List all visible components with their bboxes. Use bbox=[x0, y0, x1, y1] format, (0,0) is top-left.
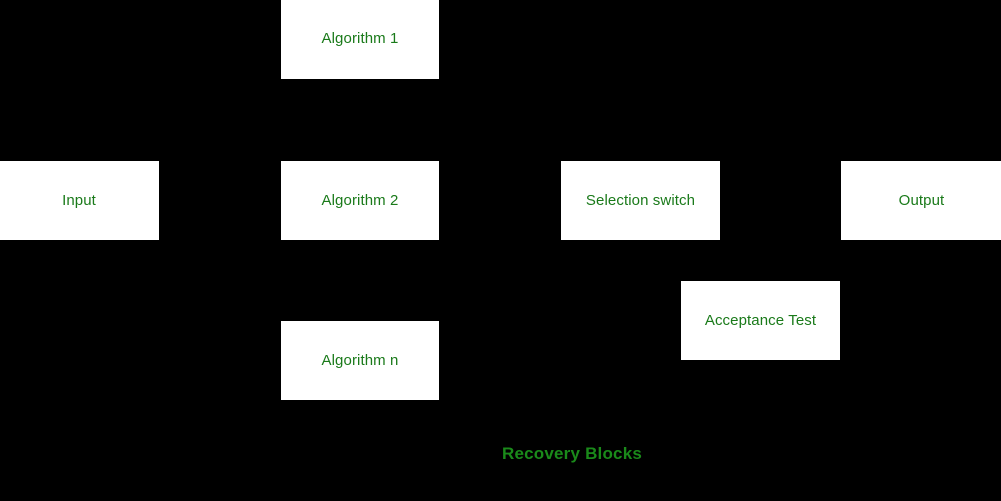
node-output[interactable]: Output bbox=[841, 161, 1001, 240]
diagram-caption: Recovery Blocks bbox=[502, 444, 643, 463]
node-label-selection-switch: Selection switch bbox=[585, 191, 696, 209]
node-label-algorithm-n: Algorithm n bbox=[321, 351, 399, 369]
node-label-input: Input bbox=[62, 191, 96, 209]
node-label-algorithm-1: Algorithm 1 bbox=[321, 30, 399, 47]
node-algorithm-n[interactable]: Algorithm n bbox=[281, 321, 439, 400]
node-selection-switch[interactable]: Selection switch bbox=[561, 161, 720, 240]
node-acceptance-test[interactable]: Acceptance Test bbox=[681, 281, 840, 360]
node-label-algorithm-2: Algorithm 2 bbox=[321, 191, 399, 209]
node-input[interactable]: Input bbox=[0, 161, 159, 240]
node-label-acceptance-test: Acceptance Test bbox=[704, 311, 817, 329]
node-algorithm-1[interactable]: Algorithm 1 bbox=[281, 0, 439, 79]
node-algorithm-2[interactable]: Algorithm 2 bbox=[281, 161, 439, 240]
node-label-output: Output bbox=[898, 191, 945, 209]
